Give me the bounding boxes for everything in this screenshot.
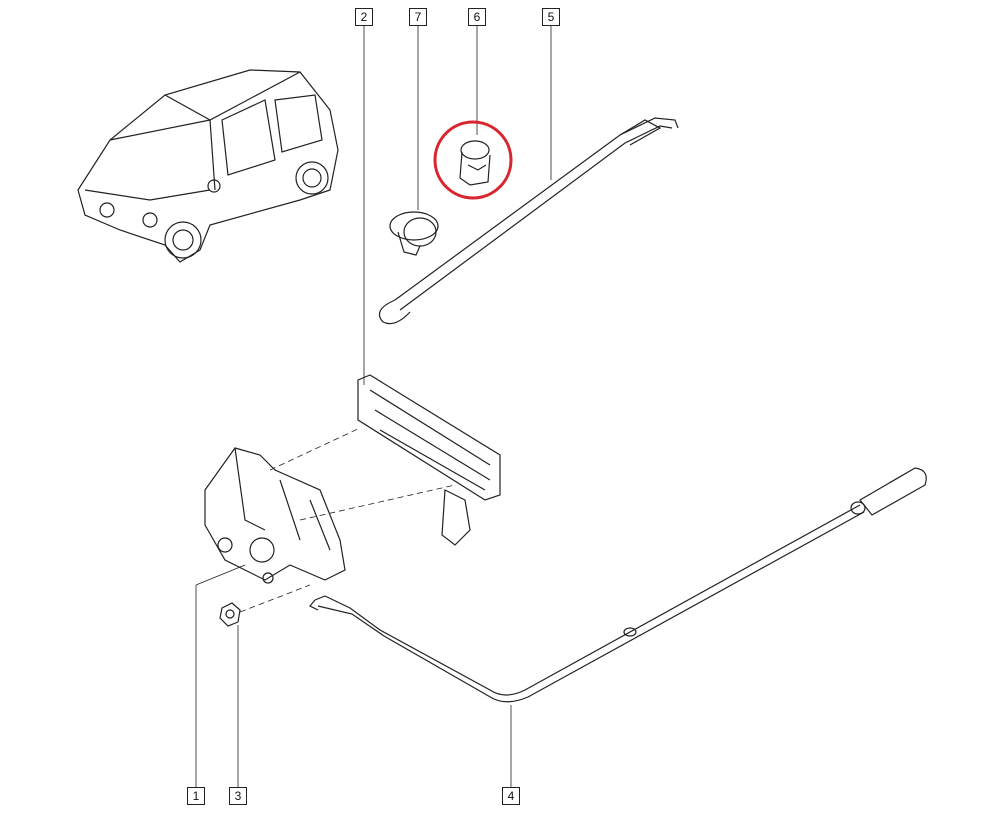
callout-label-4: 4 [502, 787, 520, 805]
part-7-clip [389, 211, 439, 256]
part-4-cable [309, 467, 927, 703]
callout-label-3: 3 [229, 787, 247, 805]
callout-label-5: 5 [542, 8, 560, 26]
callout-label-7: 7 [409, 8, 427, 26]
part-3-nut [219, 602, 241, 627]
part-1-lock [204, 447, 346, 584]
part-2-bracket [357, 374, 501, 546]
highlight-circle [433, 120, 513, 200]
part-6-clip [459, 140, 491, 186]
callout-label-1: 1 [187, 787, 205, 805]
callout-label-6: 6 [468, 8, 486, 26]
leader-lines [195, 25, 552, 788]
callout-label-2: 2 [355, 8, 373, 26]
part-5-rod [378, 117, 679, 325]
car-thumbnail [77, 69, 339, 263]
